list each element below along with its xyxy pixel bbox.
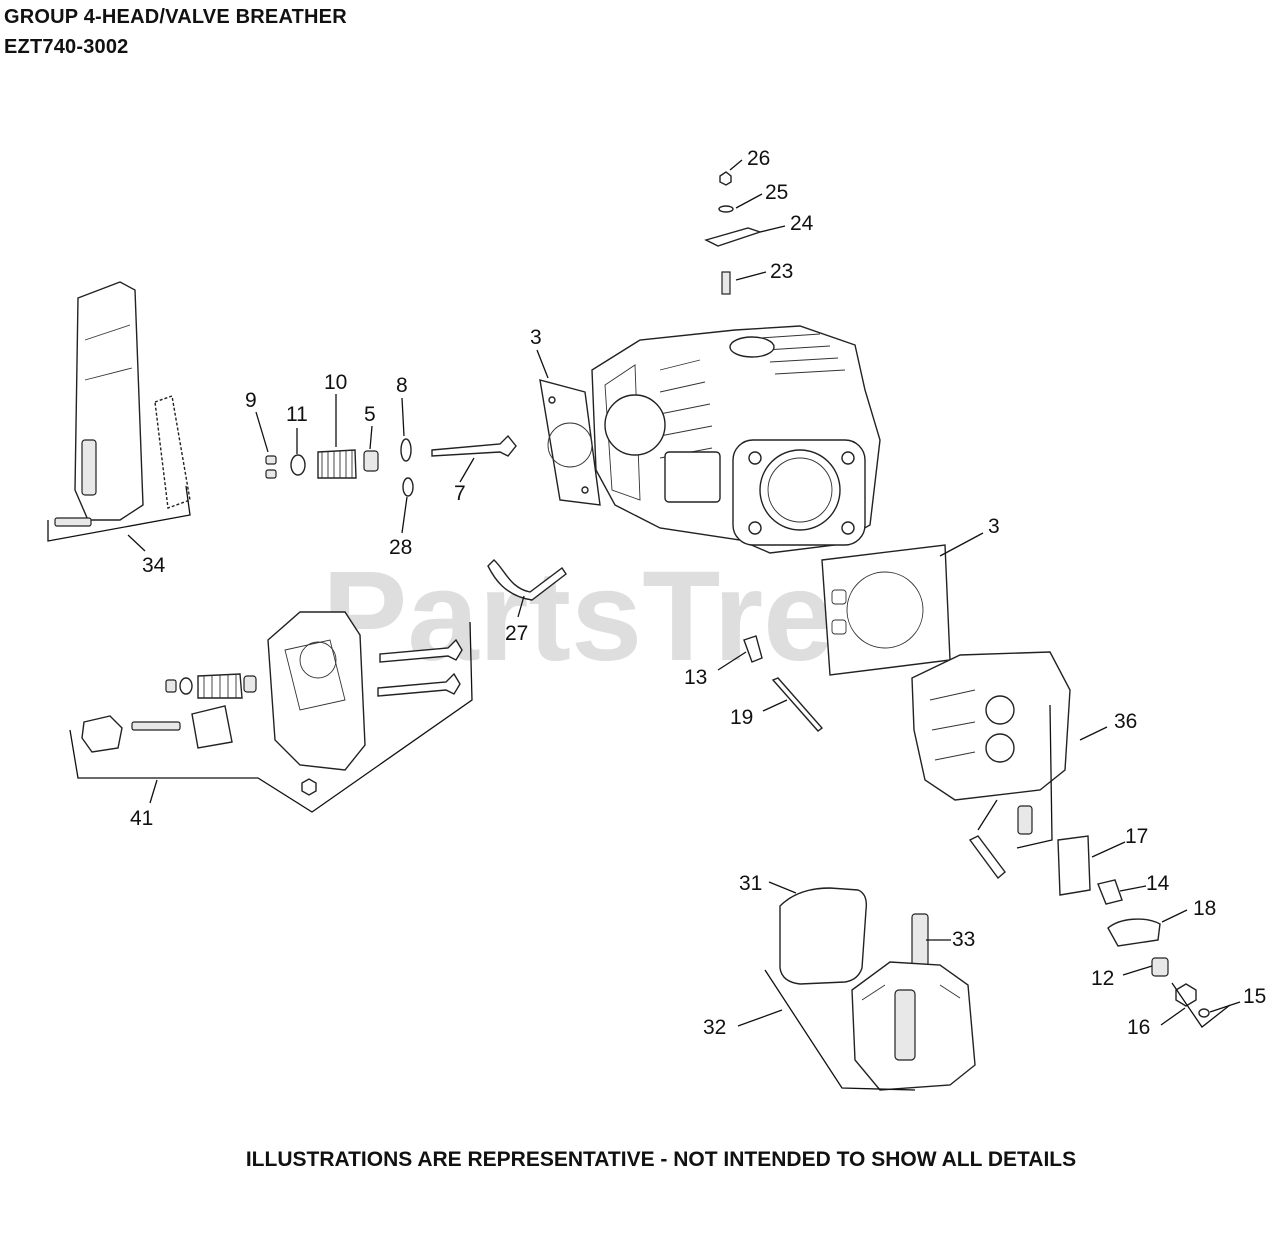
seal-5[interactable] bbox=[363, 450, 379, 472]
breather-cover-24[interactable] bbox=[704, 227, 763, 247]
washer-25[interactable] bbox=[718, 205, 734, 213]
pivot-12[interactable] bbox=[1151, 957, 1169, 977]
callout-7[interactable]: 7 bbox=[454, 482, 466, 505]
watermark: PartsTree bbox=[322, 545, 906, 688]
callout-14[interactable]: 14 bbox=[1146, 872, 1170, 895]
nut-41[interactable] bbox=[301, 778, 317, 796]
callout-24[interactable]: 24 bbox=[790, 212, 814, 235]
nut-26[interactable] bbox=[719, 171, 732, 186]
callout-33[interactable]: 33 bbox=[952, 928, 975, 951]
callout-17[interactable]: 17 bbox=[1125, 825, 1148, 848]
callout-13[interactable]: 13 bbox=[684, 666, 707, 689]
rocker-parts bbox=[1057, 835, 1210, 1018]
valve-cover-32[interactable] bbox=[851, 961, 976, 1091]
push-rod-19[interactable] bbox=[771, 677, 824, 732]
callout-31[interactable]: 31 bbox=[739, 872, 762, 895]
disclaimer-footer: ILLUSTRATIONS ARE REPRESENTATIVE - NOT I… bbox=[245, 1148, 1077, 1171]
callout-labels: 26 25 24 23 3 3 8 10 9 11 5 7 28 34 27 1… bbox=[130, 147, 1266, 1039]
head-gasket-3b[interactable] bbox=[821, 544, 951, 676]
tappet-13[interactable] bbox=[743, 635, 763, 663]
callout-19[interactable]: 19 bbox=[730, 706, 753, 729]
callout-3-lower[interactable]: 3 bbox=[988, 515, 1000, 538]
cylinder-head-assy-41[interactable] bbox=[81, 611, 463, 796]
callout-12[interactable]: 12 bbox=[1091, 967, 1114, 990]
callout-34[interactable]: 34 bbox=[142, 554, 166, 577]
tube-27[interactable] bbox=[487, 559, 567, 601]
valve-train bbox=[265, 434, 567, 601]
callout-23[interactable]: 23 bbox=[770, 260, 793, 283]
callout-11[interactable]: 11 bbox=[286, 403, 308, 426]
cylinder-block[interactable] bbox=[591, 325, 881, 554]
breather-stack bbox=[704, 171, 763, 295]
valve-7[interactable] bbox=[431, 434, 517, 457]
callout-5[interactable]: 5 bbox=[364, 403, 376, 426]
callout-32[interactable]: 32 bbox=[703, 1016, 726, 1039]
ring-28[interactable] bbox=[402, 477, 414, 497]
callout-8[interactable]: 8 bbox=[396, 374, 408, 397]
callout-18[interactable]: 18 bbox=[1193, 897, 1216, 920]
screw-15[interactable] bbox=[1198, 1008, 1210, 1018]
callout-28[interactable]: 28 bbox=[389, 536, 412, 559]
callout-25[interactable]: 25 bbox=[765, 181, 788, 204]
diagram-title: GROUP 4-HEAD/VALVE BREATHER bbox=[4, 6, 347, 28]
callout-10[interactable]: 10 bbox=[324, 371, 347, 394]
valve-cover-34[interactable] bbox=[54, 281, 191, 527]
callout-27[interactable]: 27 bbox=[505, 622, 528, 645]
callout-36[interactable]: 36 bbox=[1114, 710, 1137, 733]
callout-16[interactable]: 16 bbox=[1127, 1016, 1150, 1039]
retainer-11[interactable] bbox=[290, 454, 306, 476]
head-gasket-3a[interactable] bbox=[539, 379, 601, 506]
callout-3-upper[interactable]: 3 bbox=[530, 326, 542, 349]
stud-14[interactable] bbox=[1097, 879, 1123, 905]
valve-spring-10[interactable] bbox=[317, 449, 357, 479]
model-number: EZT740-3002 bbox=[4, 36, 129, 58]
keeper-9b[interactable] bbox=[265, 469, 277, 479]
cylinder-head-36[interactable] bbox=[911, 651, 1071, 880]
stud-23[interactable] bbox=[721, 271, 731, 295]
fitting-33[interactable] bbox=[911, 913, 929, 967]
keeper-9a[interactable] bbox=[265, 455, 277, 465]
gasket-31[interactable] bbox=[779, 887, 868, 985]
callout-26[interactable]: 26 bbox=[747, 147, 770, 170]
plate-17[interactable] bbox=[1057, 835, 1091, 896]
nut-16[interactable] bbox=[1175, 983, 1197, 1007]
callout-15[interactable]: 15 bbox=[1243, 985, 1266, 1008]
callout-41[interactable]: 41 bbox=[130, 807, 153, 830]
rocker-arm-18[interactable] bbox=[1107, 918, 1161, 947]
leader-lines bbox=[47, 159, 1241, 1091]
washer-8[interactable] bbox=[400, 438, 412, 462]
callout-9[interactable]: 9 bbox=[245, 389, 257, 412]
